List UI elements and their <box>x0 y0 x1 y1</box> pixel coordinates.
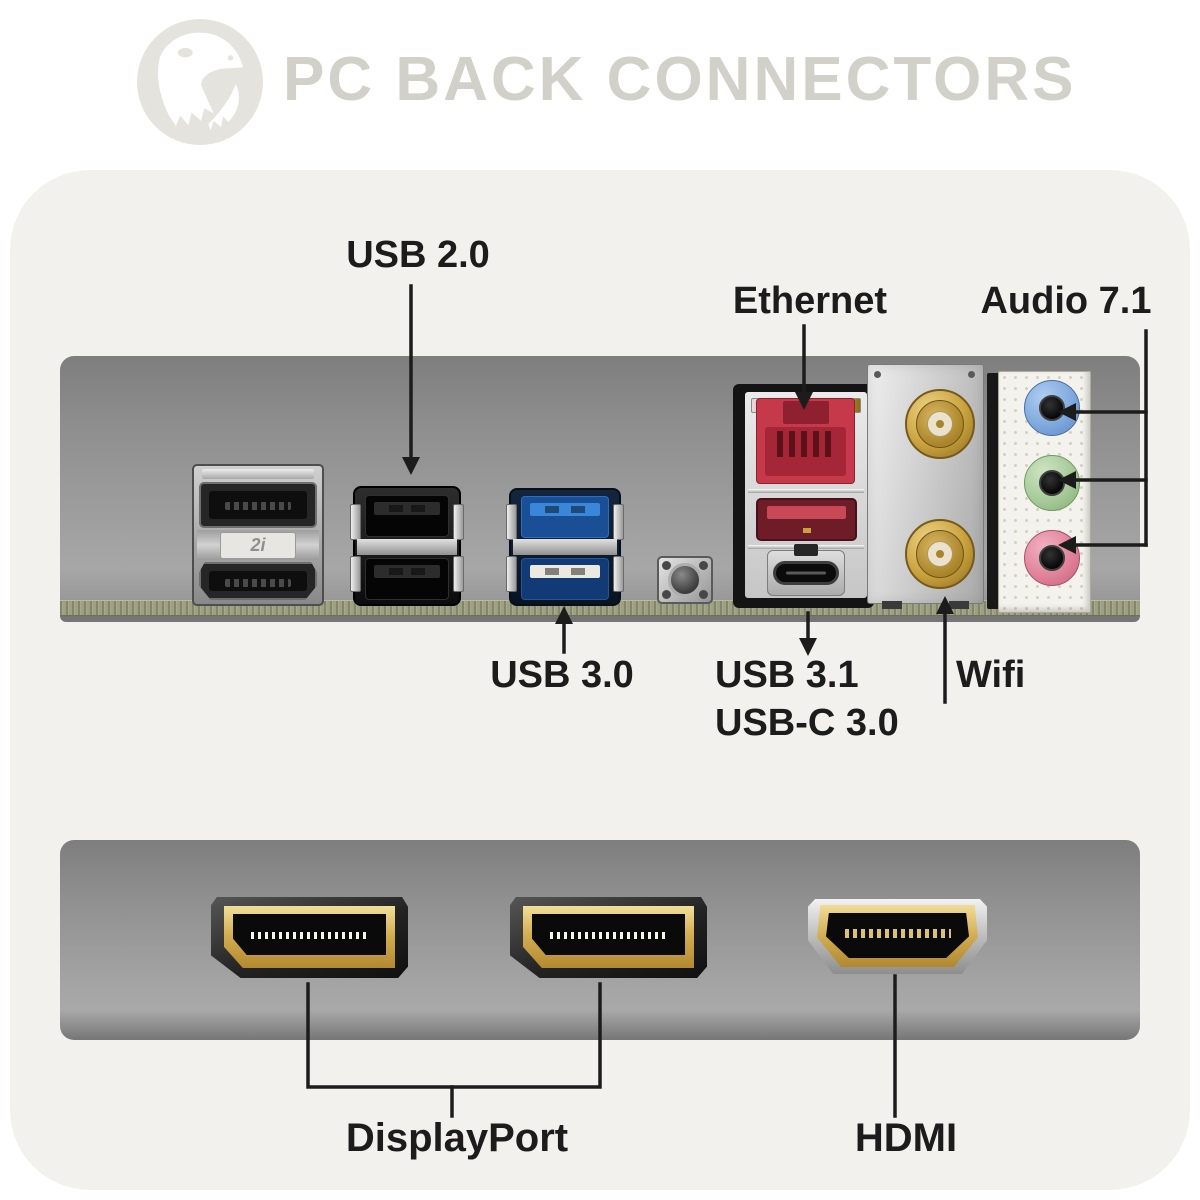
displayport-port-2 <box>510 897 707 978</box>
usb-a-slot <box>365 558 449 600</box>
displayport-port-1 <box>211 897 408 978</box>
metal-clip <box>506 504 517 540</box>
label-hdmi: HDMI <box>854 1116 958 1160</box>
bracket-edge <box>987 373 1000 609</box>
panel-bottom-edge <box>60 616 1140 622</box>
audio-jack-bracket <box>987 371 1091 613</box>
wifi-sma-connector <box>905 389 975 459</box>
usb-a-slot <box>521 558 609 600</box>
wifi-antenna-bracket <box>867 364 984 609</box>
displayport-hdmi-stack-port: 2i <box>192 464 324 606</box>
label-usb30: USB 3.0 <box>490 654 634 696</box>
label-displayport: DisplayPort <box>345 1116 569 1160</box>
label-wifi: Wifi <box>956 654 1026 696</box>
displayport-slot <box>199 482 317 528</box>
audio-plate <box>998 371 1091 613</box>
usb-2-0-dual-port <box>350 486 464 606</box>
usb-a-slot <box>365 495 449 537</box>
combo-face <box>745 392 867 598</box>
button-cap <box>668 563 702 597</box>
metal-band <box>357 539 457 555</box>
usb-a-slot <box>521 496 609 538</box>
metal-clip <box>613 504 624 540</box>
audio-jack-line-in-blue <box>1024 380 1080 436</box>
label-audio: Audio 7.1 <box>980 280 1152 322</box>
stack-marking: 2i <box>220 532 296 559</box>
trex-logo-icon <box>137 19 263 145</box>
hdmi-slot <box>199 562 317 600</box>
metal-clip <box>350 556 361 592</box>
metal-clip <box>453 556 464 592</box>
label-ethernet: Ethernet <box>732 280 888 322</box>
metal-clip <box>506 556 517 592</box>
wifi-sma-connector <box>905 519 975 589</box>
metal-clip <box>453 504 464 540</box>
page-title: PC BACK CONNECTORS <box>283 45 1077 114</box>
metal-band <box>513 539 617 555</box>
usb-3-0-dual-port <box>506 488 624 606</box>
audio-jack-mic-pink <box>1024 530 1080 586</box>
metal-clip <box>613 556 624 592</box>
ethernet-rj45-port <box>756 398 855 484</box>
usb-3-1-type-a-port <box>756 498 857 541</box>
ethernet-usb-combo-block <box>733 384 874 608</box>
usb-c-3-0-port <box>767 544 845 596</box>
clear-cmos-button <box>657 556 713 604</box>
metal-clip <box>202 469 314 479</box>
audio-jack-line-out-green <box>1024 455 1080 511</box>
label-usbc30: USB-C 3.0 <box>715 702 899 744</box>
label-usb31: USB 3.1 <box>715 654 859 696</box>
hdmi-port <box>808 899 987 974</box>
metal-clip <box>350 504 361 540</box>
label-usb2: USB 2.0 <box>346 234 490 276</box>
